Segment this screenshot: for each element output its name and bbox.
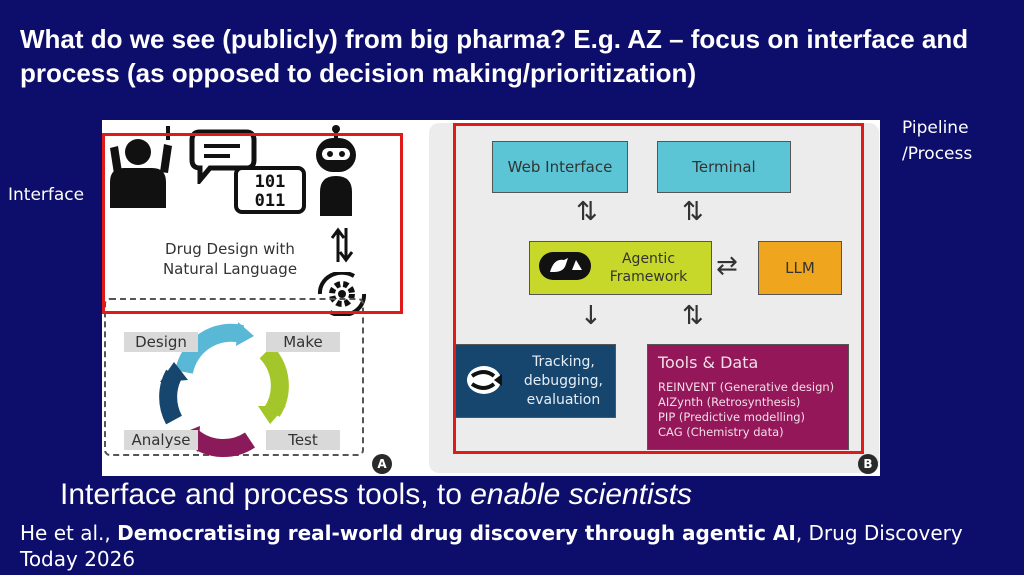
tools-data-box: Tools & Data REINVENT (Generative design… xyxy=(647,344,849,450)
panel-a-caption-line2: Natural Language xyxy=(162,260,298,278)
citation: He et al., Democratising real-world drug… xyxy=(20,520,1010,572)
citation-title: Democratising real-world drug discovery … xyxy=(117,521,796,545)
tracking-line3: evaluation xyxy=(526,391,601,408)
subtitle-emphasis: enable scientists xyxy=(470,478,693,511)
slide-title: What do we see (publicly) from big pharm… xyxy=(20,24,969,88)
cycle-test: Test xyxy=(266,430,340,450)
citation-authors: He et al., xyxy=(20,521,118,545)
panel-a-letter: A xyxy=(372,454,392,474)
llm-box: LLM xyxy=(758,241,842,295)
terminal-box: Terminal xyxy=(657,141,791,193)
chat-bubble-icon xyxy=(189,129,257,184)
figure-image: 101 011 Drug Design with Natural Languag… xyxy=(102,120,880,476)
tools-item: CAG (Chemistry data) xyxy=(658,425,784,439)
tools-item: REINVENT (Generative design) xyxy=(658,380,835,394)
web-interface-box: Web Interface xyxy=(492,141,628,193)
citation-journal: , Drug Discovery Today 2026 xyxy=(20,521,963,571)
robot-icon xyxy=(316,125,356,216)
panel-b-letter: B xyxy=(858,454,878,474)
tracking-down-arrow: ↓ xyxy=(580,301,602,331)
cycle-analyse: Analyse xyxy=(124,430,198,450)
slide-subtitle: Interface and process tools, to enable s… xyxy=(60,478,692,512)
tracking-line2: debugging, xyxy=(523,372,603,389)
tracking-line1: Tracking, xyxy=(532,353,595,370)
tools-title: Tools & Data xyxy=(658,353,759,372)
tools-item: AIZynth (Retrosynthesis) xyxy=(658,395,801,409)
web-agentic-arrows: ⇅ xyxy=(576,197,598,227)
binary-code-bottom: 011 xyxy=(254,191,286,211)
bird-logo-icon xyxy=(539,252,591,280)
terminal-agentic-arrows: ⇅ xyxy=(682,197,704,227)
interface-highlight-box xyxy=(102,133,403,314)
cycle-design: Design xyxy=(124,332,198,352)
agentic-llm-arrows: ⇄ xyxy=(716,251,738,281)
tools-item: PIP (Predictive modelling) xyxy=(658,410,806,424)
pipeline-highlight-box xyxy=(453,123,864,454)
interface-label: Interface xyxy=(8,185,85,205)
binary-code-top: 101 xyxy=(254,172,286,192)
swap-arrows-icon xyxy=(330,227,354,263)
cycle-make: Make xyxy=(266,332,340,352)
pipeline-label: Pipeline /Process xyxy=(902,118,973,164)
person-raising-hand-icon xyxy=(110,126,172,208)
agentic-line2: Framework xyxy=(609,269,688,285)
subtitle-plain: Interface and process tools, to xyxy=(60,478,471,511)
agentic-framework-box: Agentic Framework xyxy=(529,241,712,295)
agentic-line1: Agentic xyxy=(621,251,676,267)
fish-logo-icon xyxy=(467,366,502,394)
tools-agentic-arrows: ⇅ xyxy=(682,301,704,331)
binary-code-icon: 101 011 xyxy=(234,166,306,214)
panel-a-caption-line1: Drug Design with xyxy=(165,240,295,258)
